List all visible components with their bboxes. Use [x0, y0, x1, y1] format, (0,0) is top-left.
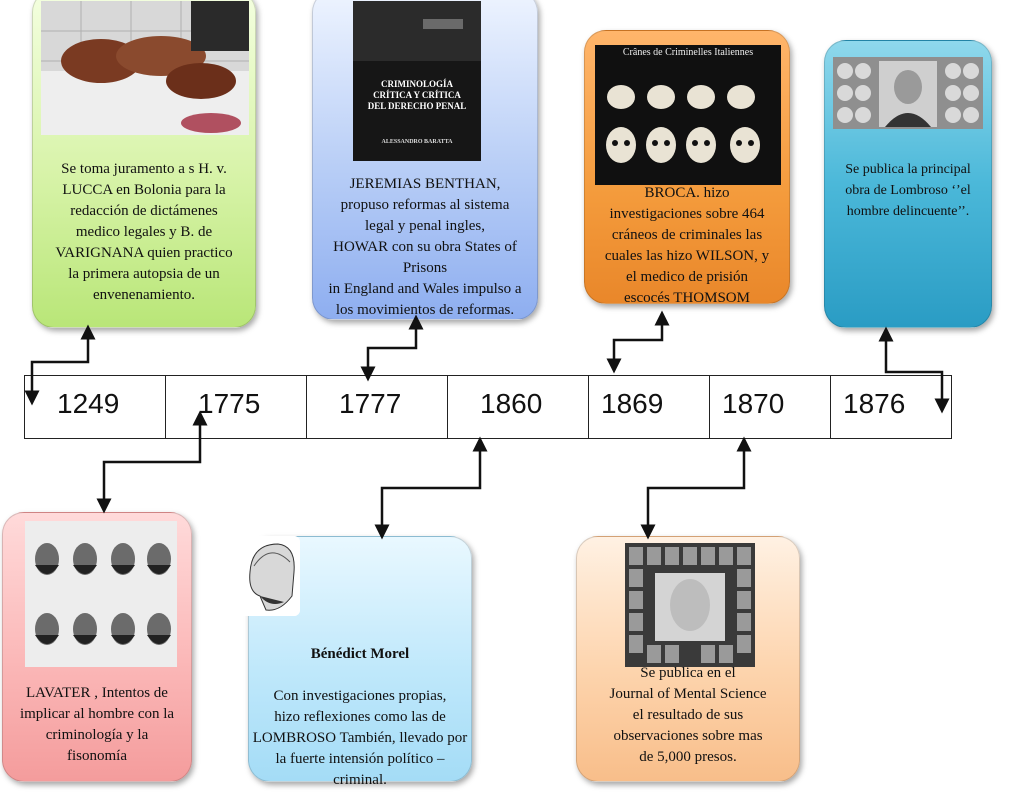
event-card-1777: CRIMINOLOGÍA CRÍTICA Y CRÍTICA DEL DEREC… [312, 0, 538, 320]
event-text-1870: Se publica en el Journal of Mental Scien… [609, 665, 767, 765]
arrow-1876 [878, 326, 950, 414]
book-title: CRIMINOLOGÍA CRÍTICA Y CRÍTICA DEL DEREC… [367, 79, 467, 111]
lombroso-portrait [833, 57, 983, 129]
book-author: ALESSANDRO BARATTA [381, 139, 453, 145]
event-text-1777: JEREMIAS BENTHAN, propuso reformas al si… [328, 176, 522, 318]
arrow-1870 [640, 436, 752, 540]
morel-body: Con investigaciones propias, hizo reflex… [252, 688, 468, 788]
event-card-1870: Se publica en el Journal of Mental Scien… [576, 536, 800, 782]
arrow-1775 [96, 410, 208, 514]
year-1869: 1869 [589, 376, 710, 438]
physiognomy-faces-art [25, 521, 177, 667]
arrow-1860 [374, 436, 488, 540]
book-cover-art [353, 1, 481, 161]
arrow-1777 [360, 314, 424, 382]
year-1775: 1775 [166, 376, 307, 438]
skulls-plate-title: Crânes de Criminelles Italiennes [622, 47, 754, 58]
event-text-1775: LAVATER , Intentos de implicar al hombre… [19, 685, 175, 764]
connector-arrows [24, 310, 950, 540]
event-card-1775: LAVATER , Intentos de implicar al hombre… [2, 512, 192, 782]
book-cover: CRIMINOLOGÍA CRÍTICA Y CRÍTICA DEL DEREC… [353, 1, 481, 161]
event-card-1876: Se publica la principal obra de Lombroso… [824, 40, 992, 328]
phrenology-head-art [240, 536, 300, 616]
event-text-1860: Bénédict Morel Con investigaciones propi… [249, 623, 471, 812]
prisoners-collage [625, 543, 755, 667]
prisoners-collage-art [625, 543, 755, 667]
skulls-plate-art [595, 45, 781, 185]
phrenology-head [240, 536, 300, 616]
autopsy-photo-art [41, 1, 249, 135]
arrow-1249 [24, 324, 96, 406]
event-text-1249: Se toma juramento a s H. v. LUCCA en Bol… [55, 161, 233, 303]
physiognomy-faces [25, 521, 177, 667]
lombroso-portrait-art [833, 57, 983, 129]
arrow-1869 [606, 310, 670, 374]
year-1777: 1777 [307, 376, 448, 438]
event-card-1869: Crânes de Criminelles Italiennes BROCA. … [584, 30, 790, 306]
event-text-1869: BROCA. hizo investigaciones sobre 464 cr… [604, 185, 770, 306]
year-1870: 1870 [710, 376, 831, 438]
year-1860: 1860 [448, 376, 589, 438]
event-card-1860: Bénédict Morel Con investigaciones propi… [248, 536, 472, 788]
autopsy-photo [41, 1, 249, 135]
event-card-1249: Se toma juramento a s H. v. LUCCA en Bol… [32, 0, 256, 328]
event-text-1876: Se publica la principal obra de Lombroso… [845, 162, 971, 219]
timeline-bar: 1249 1775 1777 1860 1869 1870 1876 [24, 375, 952, 439]
morel-title: Bénédict Morel [310, 646, 410, 662]
skulls-plate: Crânes de Criminelles Italiennes [595, 45, 781, 185]
